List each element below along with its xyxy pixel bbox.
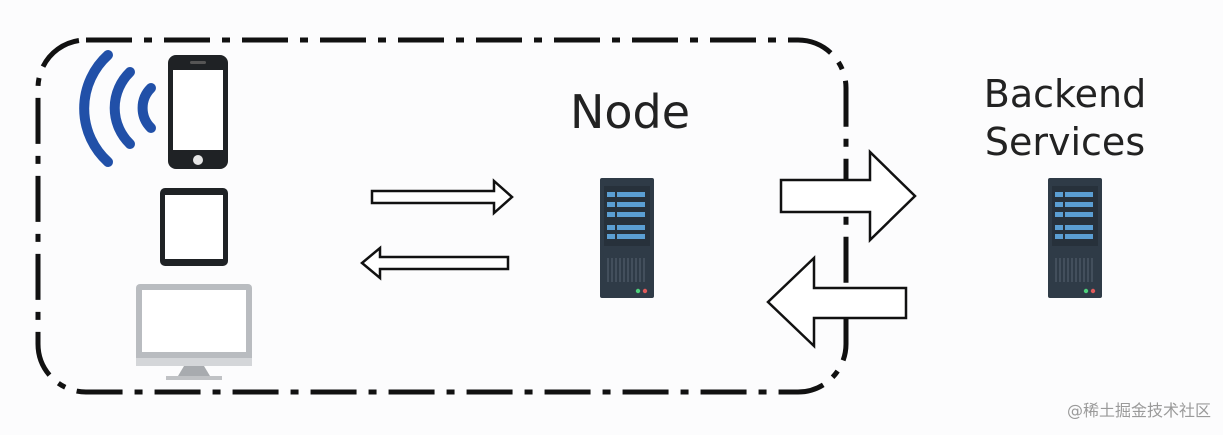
backend-response-arrow xyxy=(766,255,908,349)
request-arrow xyxy=(370,178,514,216)
watermark: @稀土掘金技术社区 xyxy=(1066,401,1211,420)
node-label: Node xyxy=(569,85,691,139)
backend-label-line1: Backend xyxy=(983,72,1147,116)
server-icon xyxy=(600,178,654,298)
backend-services-label: Backend Services xyxy=(950,70,1180,166)
tablet-icon xyxy=(160,188,228,266)
phone-icon xyxy=(168,55,228,169)
response-arrow xyxy=(360,245,510,281)
client-group-boundary xyxy=(35,37,849,395)
backend-request-arrow xyxy=(779,149,917,243)
wifi-signal-icon xyxy=(79,50,156,167)
backend-server-icon xyxy=(1048,178,1102,298)
backend-label-line2: Services xyxy=(984,120,1146,164)
desktop-icon xyxy=(136,284,252,380)
